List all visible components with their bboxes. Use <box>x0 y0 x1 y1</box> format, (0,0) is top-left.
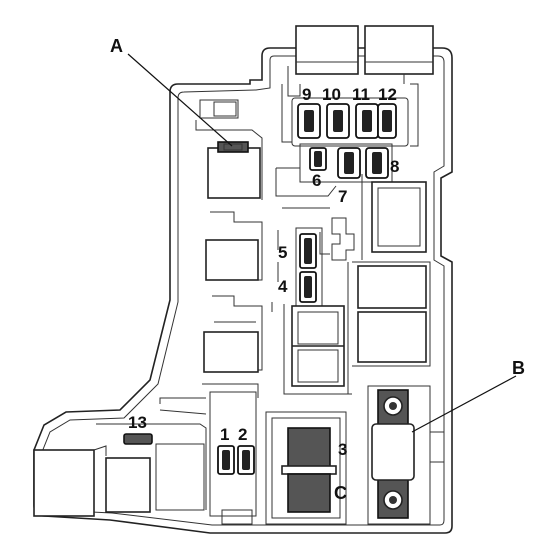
relay-a <box>207 147 261 199</box>
fuse-3-block <box>281 427 337 513</box>
callout-c: C <box>334 483 347 503</box>
fuse-5 <box>299 233 317 269</box>
callout-b-leader <box>411 375 517 433</box>
fuse-label-6: 6 <box>312 171 321 190</box>
fuse-label-2: 2 <box>238 425 247 444</box>
callout-b: B <box>512 358 525 378</box>
fuse-12 <box>377 103 397 139</box>
fuse-1 <box>217 445 235 475</box>
fuse-label-8: 8 <box>390 157 399 176</box>
callout-a-leader <box>127 53 233 147</box>
fuse-label-12: 12 <box>378 85 397 104</box>
relay-bottom-left <box>105 457 151 513</box>
fuse-label-10: 10 <box>322 85 341 104</box>
fuse-9 <box>297 103 321 139</box>
fuse-label-4: 4 <box>278 277 288 296</box>
relay-right-lower <box>357 311 427 363</box>
fuse-label-3: 3 <box>338 440 347 459</box>
fuse-4 <box>299 271 317 303</box>
fuse-2 <box>237 445 255 475</box>
fuse-13 <box>123 433 153 445</box>
housing-outline <box>33 47 453 534</box>
fuse-label-11: 11 <box>352 85 370 104</box>
relay-right-middle <box>357 265 427 309</box>
fuse-11 <box>355 103 379 139</box>
fusible-link-b <box>371 389 415 519</box>
connector-bottom-left <box>33 449 95 517</box>
fuse-10 <box>326 103 350 139</box>
relay-left-3 <box>203 331 259 373</box>
fuse-label-7: 7 <box>338 187 347 206</box>
relay-left-2 <box>205 239 259 281</box>
relay-right-upper <box>371 181 427 253</box>
relay-top-left <box>295 25 359 75</box>
fuse-label-5: 5 <box>278 243 287 262</box>
fuse-7 <box>337 147 361 179</box>
fuse-label-1: 1 <box>220 425 229 444</box>
fuse-label-13: 13 <box>128 413 147 432</box>
relay-top-right <box>364 25 434 75</box>
fuse-6 <box>309 147 327 171</box>
fuse-8 <box>365 147 389 179</box>
callout-a: A <box>110 36 123 56</box>
fuse-label-9: 9 <box>302 85 311 104</box>
